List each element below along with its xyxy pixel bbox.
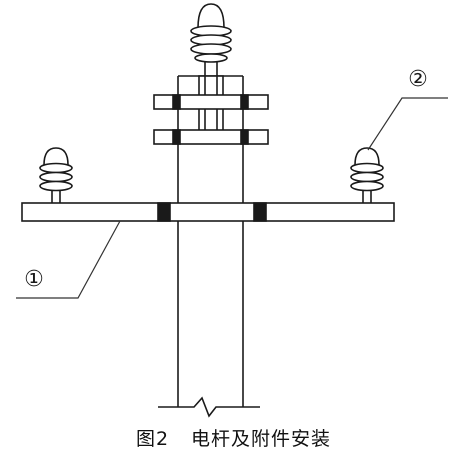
top-insulator	[190, 3, 232, 63]
pole-break-mark	[158, 396, 260, 418]
left-insulator	[39, 147, 73, 203]
callout-1-leader	[16, 220, 121, 299]
callout-2-leader	[367, 97, 448, 151]
callout-1-label: ①	[24, 267, 44, 292]
caption-number: 图2	[135, 428, 170, 450]
figure-caption: 图2 电杆及附件安装	[0, 424, 467, 451]
top-insulator-bracket	[153, 58, 269, 145]
callout-2-label: ②	[408, 67, 428, 92]
right-insulator	[350, 147, 384, 203]
caption-text: 电杆及附件安装	[191, 428, 332, 450]
cross-arm	[21, 202, 395, 222]
